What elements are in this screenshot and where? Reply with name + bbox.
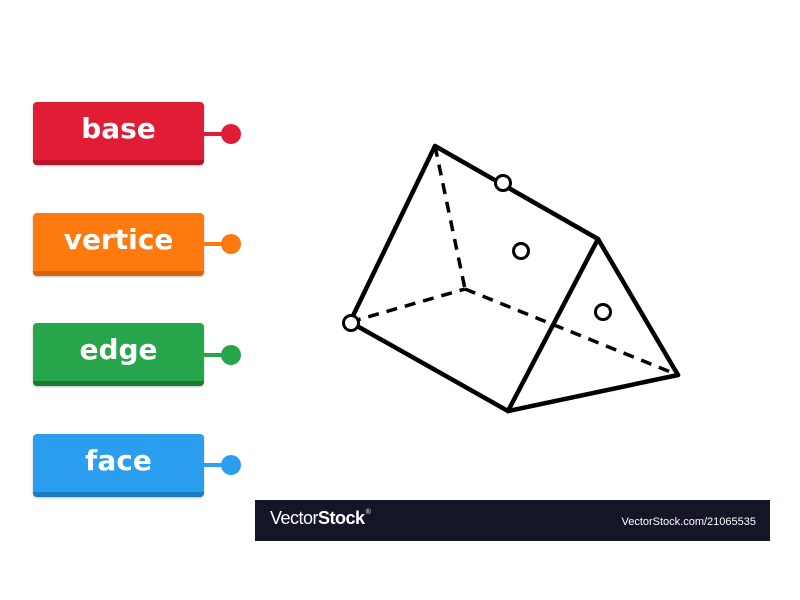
face-hotspot[interactable]: [512, 242, 530, 260]
prism-hidden-edge: [464, 287, 679, 377]
prism-hidden-edge: [349, 287, 466, 324]
vectorstock-watermark-bar: VectorStock® VectorStock.com/21065535: [255, 500, 770, 541]
edge-hotspot[interactable]: [494, 174, 512, 192]
label-edge-button[interactable]: edge: [33, 323, 204, 386]
label-edge-connector: [204, 353, 231, 357]
label-edge-text: edge: [79, 332, 158, 366]
label-face-connector: [204, 463, 231, 467]
watermark-url: VectorStock.com/21065535: [621, 516, 756, 528]
label-base-connector: [204, 132, 231, 136]
label-face-pin[interactable]: [221, 455, 241, 475]
label-base-text: base: [81, 111, 156, 145]
label-vertice-pin[interactable]: [221, 234, 241, 254]
triangular-prism-diagram: [342, 143, 681, 414]
base-hotspot[interactable]: [594, 303, 612, 321]
label-base-button[interactable]: base: [33, 102, 204, 165]
prism-edge: [595, 236, 681, 378]
prism-edge: [347, 143, 438, 325]
vectorstock-logo: VectorStock®: [270, 508, 371, 528]
label-vertice-text: vertice: [63, 222, 174, 256]
prism-edge: [347, 319, 511, 414]
prism-edge: [432, 143, 601, 242]
prism-hidden-edge: [433, 145, 467, 290]
label-face-text: face: [85, 443, 152, 477]
vertex-hotspot[interactable]: [342, 314, 360, 332]
prism-edge: [505, 372, 681, 414]
label-face-button[interactable]: face: [33, 434, 204, 497]
label-edge-pin[interactable]: [221, 345, 241, 365]
label-base-pin[interactable]: [221, 124, 241, 144]
label-vertice-button[interactable]: vertice: [33, 213, 204, 276]
label-vertice-connector: [204, 242, 231, 246]
